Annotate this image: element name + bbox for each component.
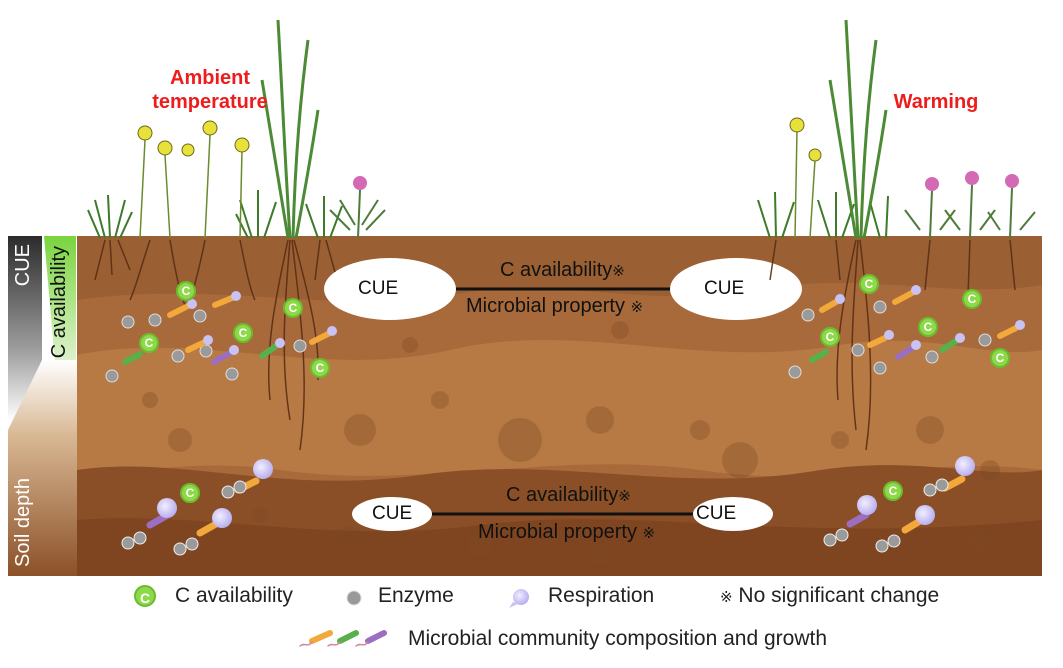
- legend-c-icon: C: [134, 585, 156, 607]
- c-availability-marker-icon: C: [883, 481, 903, 501]
- c-availability-marker-icon: C: [180, 483, 200, 503]
- cue-axis-label: CUE: [12, 244, 34, 287]
- top-left-cue-label: CUE: [358, 278, 399, 299]
- warming-title: Warming: [893, 91, 979, 113]
- bottom-right-cue-oval: [693, 497, 773, 531]
- no-change-mark: ※: [612, 263, 625, 280]
- top-right-cue-label: CUE: [704, 278, 745, 299]
- ambient-temperature-title: Ambient temperature: [130, 66, 290, 114]
- legend-microbial-text: Microbial community composition and grow…: [408, 627, 828, 650]
- c-availability-marker-icon: C: [962, 289, 982, 309]
- bottom-microbial-property-label: Microbial property ※: [478, 521, 656, 543]
- c-availability-marker-icon: C: [233, 323, 253, 343]
- bottom-c-availability-label: C availability※: [506, 484, 631, 506]
- left-bottom-microbes: [121, 459, 273, 556]
- c-availability-axis-label: C availability: [48, 246, 70, 359]
- c-availability-marker-icon: C: [283, 298, 303, 318]
- c-availability-marker-icon: C: [176, 281, 196, 301]
- legend-icons: [299, 589, 529, 647]
- left-plants-icon: [87, 19, 386, 451]
- soil-depth-wedge: [8, 360, 42, 576]
- bottom-left-cue-oval: [352, 497, 432, 531]
- c-availability-marker-icon: C: [139, 333, 159, 353]
- right-top-microbes: [788, 285, 1025, 379]
- legend-enzyme-icon: [346, 590, 362, 606]
- c-availability-marker-icon: C: [918, 317, 938, 337]
- c-availability-marker-icon: C: [990, 348, 1010, 368]
- c-availability-marker-icon: C: [859, 274, 879, 294]
- soil-depth-axis-label: Soil depth: [12, 478, 34, 567]
- legend-no-change-icon: ※: [720, 589, 733, 606]
- right-bottom-microbes: [823, 456, 975, 553]
- legend-c-availability-text: C availability: [175, 584, 293, 607]
- top-c-availability-label: C availability※: [500, 259, 625, 281]
- no-change-mark: ※: [642, 525, 656, 542]
- legend-no-change-text: ※ No significant change: [720, 584, 940, 607]
- c-availability-marker-icon: C: [310, 358, 330, 378]
- ambient-title-line1: Ambient: [170, 67, 250, 89]
- legend-respiration-text: Respiration: [548, 584, 655, 607]
- ambient-title-line2: temperature: [152, 91, 268, 113]
- no-change-mark: ※: [630, 299, 644, 316]
- bottom-left-cue-label: CUE: [372, 503, 413, 524]
- legend-respiration-icon: [509, 589, 529, 608]
- legend-enzyme-text: Enzyme: [378, 584, 454, 607]
- right-plants-icon: [757, 19, 1036, 451]
- bottom-right-cue-label: CUE: [696, 503, 737, 524]
- legend-microbe-icons: [299, 630, 387, 647]
- top-microbial-property-label: Microbial property ※: [466, 295, 644, 317]
- c-availability-marker-icon: C: [820, 327, 840, 347]
- left-top-microbes: [105, 291, 337, 383]
- no-change-mark: ※: [618, 488, 631, 505]
- soil-depth-gradient-bar: [42, 360, 77, 576]
- top-left-cue-oval: [324, 258, 456, 320]
- top-right-cue-oval: [670, 258, 802, 320]
